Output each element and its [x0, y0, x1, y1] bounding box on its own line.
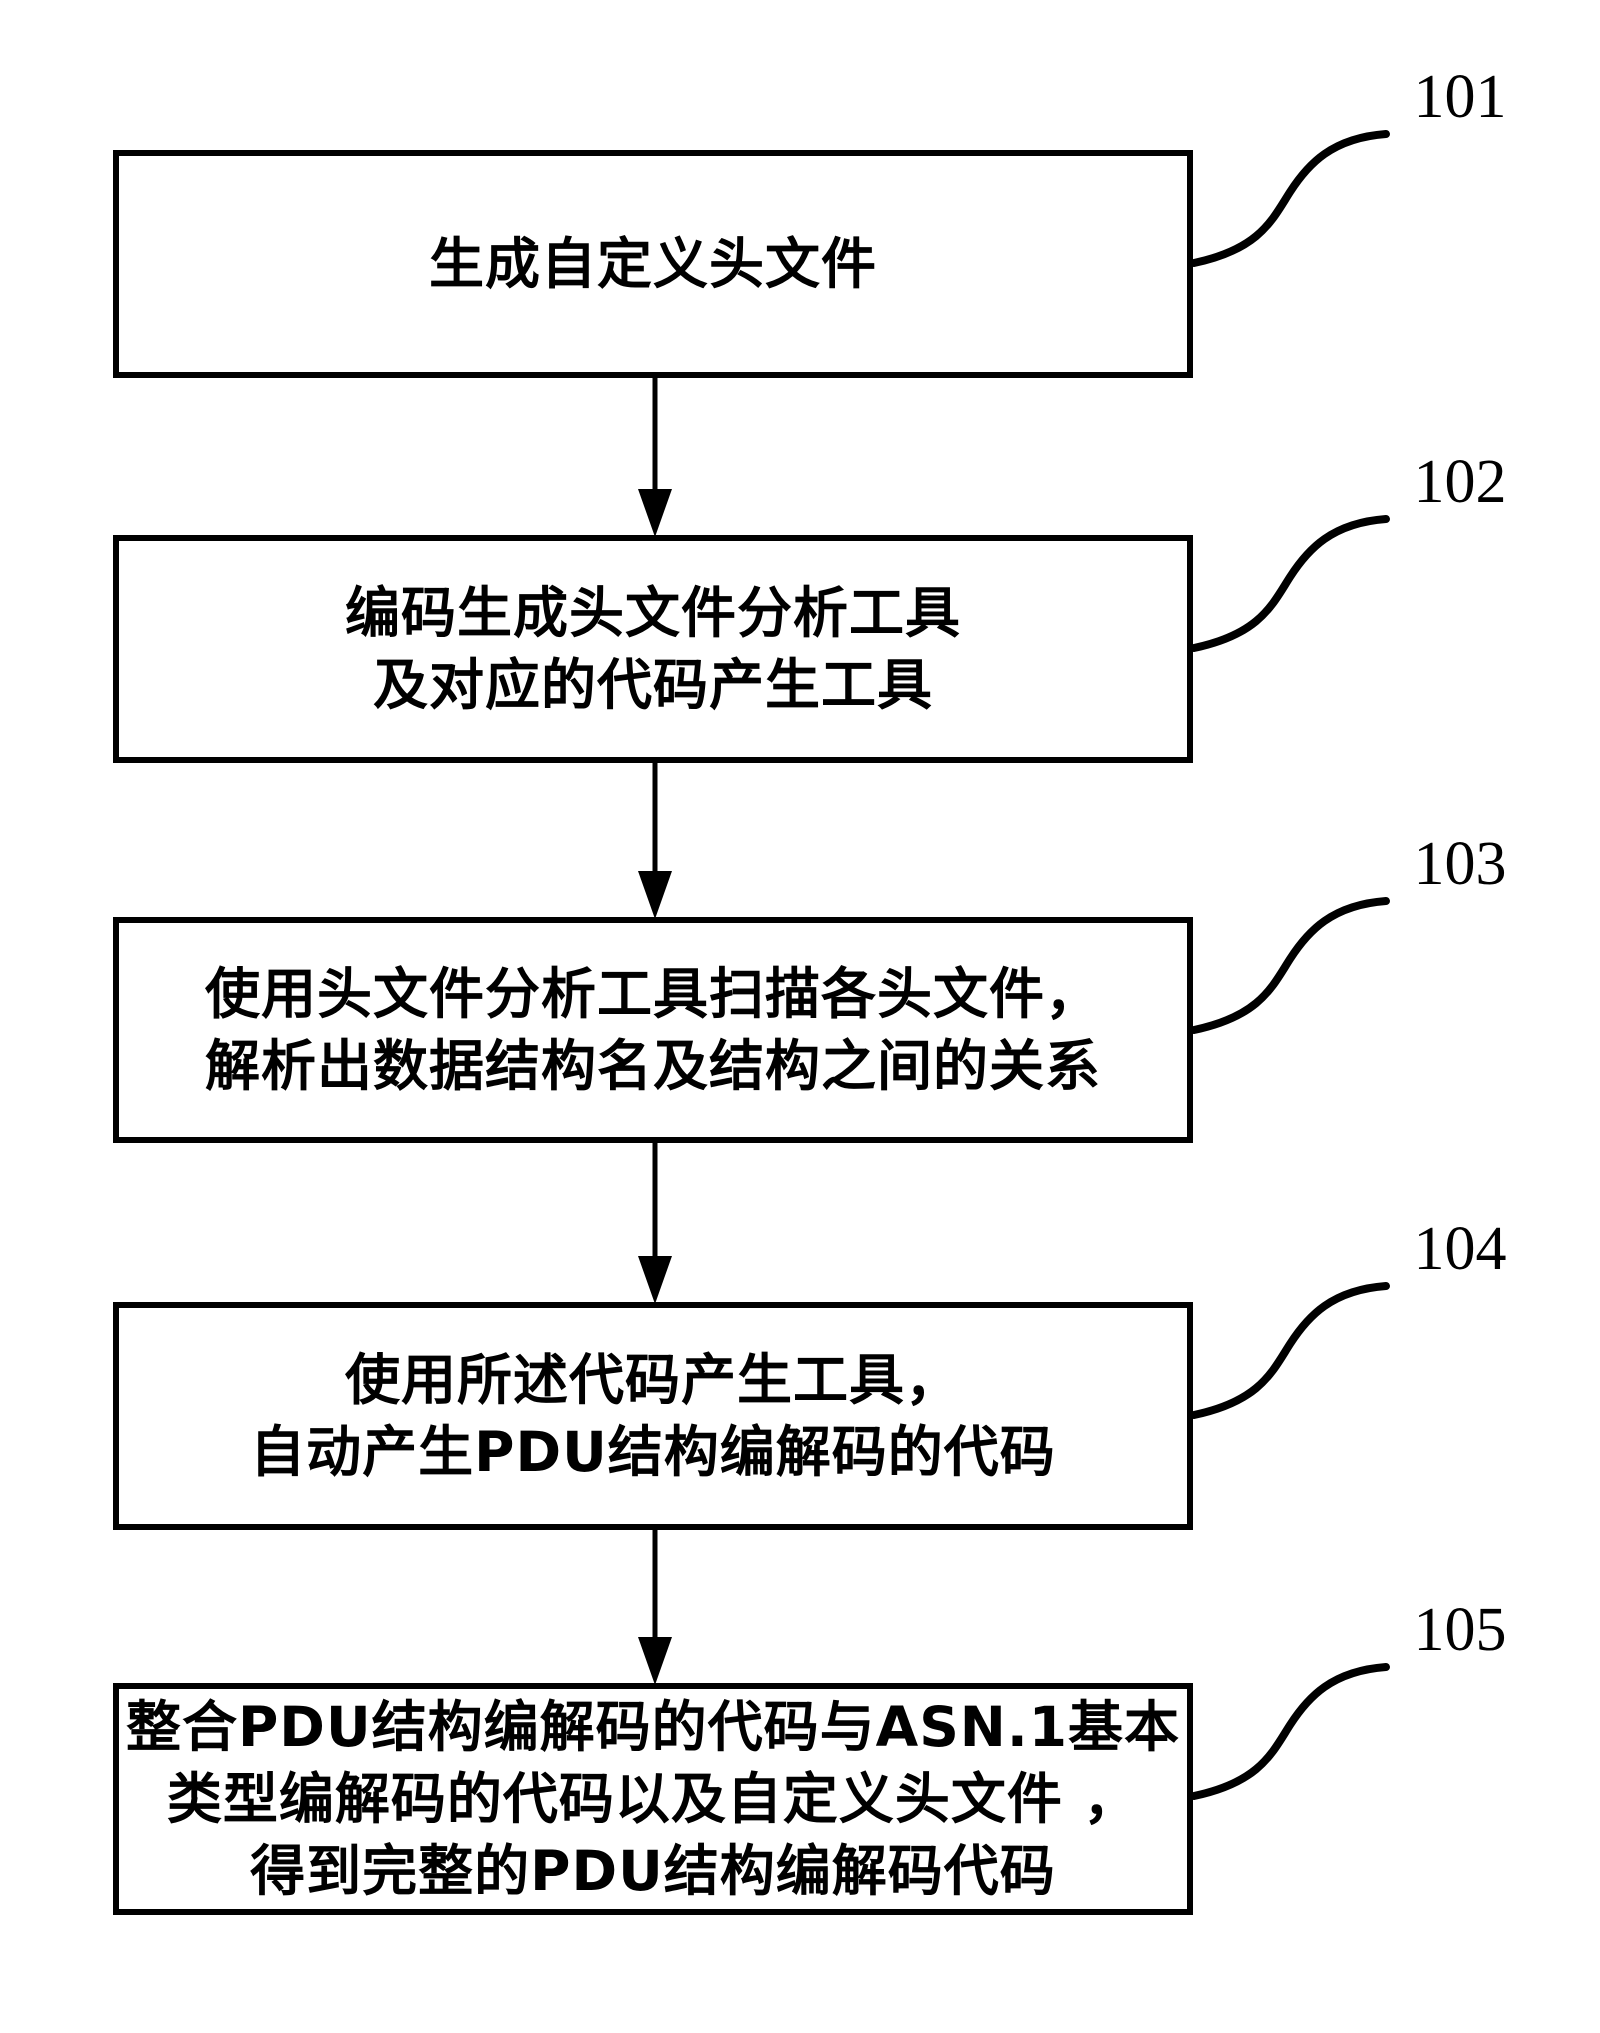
ref-label-104: 104: [1413, 1215, 1507, 1283]
flow-arrow-4: [638, 1530, 672, 1685]
leader-line-105: [1190, 1663, 1390, 1800]
step-box-103: 使用头文件分析工具扫描各头文件， 解析出数据结构名及结构之间的关系: [113, 917, 1193, 1143]
ref-label-102: 102: [1413, 448, 1507, 516]
step-text: 类型编解码的代码以及自定义头文件 ，: [166, 1767, 1140, 1831]
ref-label-101: 101: [1413, 63, 1507, 131]
leader-line-101: [1190, 130, 1390, 267]
step-text: 解析出数据结构名及结构之间的关系: [204, 1034, 1101, 1098]
arrowhead-down-icon: [638, 871, 672, 919]
step-text: 编码生成头文件分析工具: [344, 581, 961, 645]
step-box-104: 使用所述代码产生工具， 自动产生PDU结构编解码的代码: [113, 1302, 1193, 1530]
step-text: 自动产生PDU结构编解码的代码: [250, 1420, 1056, 1484]
flow-arrow-2: [638, 763, 672, 919]
step-text: 生成自定义头文件: [428, 232, 877, 296]
leader-line-104: [1190, 1282, 1390, 1419]
leader-line-102: [1190, 515, 1390, 652]
step-text: 使用头文件分析工具扫描各头文件，: [204, 962, 1101, 1026]
arrowhead-down-icon: [638, 489, 672, 537]
arrowhead-down-icon: [638, 1256, 672, 1304]
ref-label-103: 103: [1413, 830, 1507, 898]
step-text: 使用所述代码产生工具，: [344, 1348, 961, 1412]
step-box-101: 生成自定义头文件: [113, 150, 1193, 378]
step-box-102: 编码生成头文件分析工具 及对应的代码产生工具: [113, 535, 1193, 763]
flow-arrow-3: [638, 1143, 672, 1304]
leader-line-103: [1190, 897, 1390, 1034]
arrowhead-down-icon: [638, 1637, 672, 1685]
step-text: 及对应的代码产生工具: [372, 653, 933, 717]
step-box-105: 整合PDU结构编解码的代码与ASN.1基本 类型编解码的代码以及自定义头文件 ，…: [113, 1683, 1193, 1915]
flow-arrow-1: [638, 378, 672, 537]
step-text: 得到完整的PDU结构编解码代码: [250, 1839, 1056, 1903]
ref-label-105: 105: [1413, 1596, 1507, 1664]
step-text: 整合PDU结构编解码的代码与ASN.1基本: [126, 1695, 1180, 1759]
